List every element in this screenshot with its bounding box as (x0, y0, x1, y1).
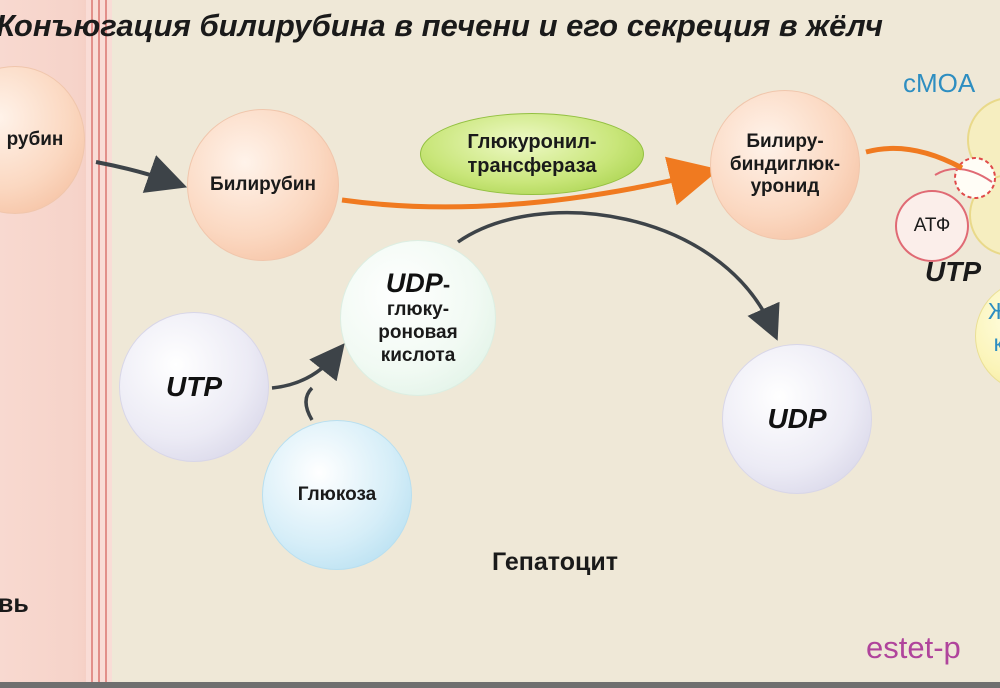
watermark: estet-p (866, 630, 961, 665)
hepatocyte-label: Гепатоцит (492, 548, 618, 576)
glucose-arrow (304, 386, 314, 421)
enzyme-label: Глюкуронил- трансфераза (467, 130, 597, 177)
transporter-pore (954, 157, 996, 199)
udp-release-arrow (457, 210, 780, 341)
uptake-arrow (95, 155, 188, 193)
diagram-title: Конъюгация билирубина в печени и его сек… (0, 8, 883, 43)
transporter-utp-label: UTP (925, 256, 981, 287)
cmoat-label: cMOA (903, 68, 976, 98)
glucose-label: Глюкоза (297, 483, 377, 505)
atp-label: АТФ (913, 215, 951, 236)
cell-membrane (86, 0, 112, 688)
bilirubin-label: Билирубин (210, 173, 316, 195)
udp-label: UDP (767, 403, 827, 434)
utp-node: UTP (119, 312, 269, 462)
diglucuronide-label: Билиру- биндиглюк- уронид (729, 130, 841, 198)
utp-label: UTP (166, 371, 222, 402)
glucose-node: Глюкоза (262, 420, 412, 570)
udp-glucuronic-acid-node: UDP- глюку- роновая кислота (340, 240, 496, 396)
udp-node: UDP (722, 344, 872, 494)
secretion-arrow (865, 145, 964, 171)
utp-arrow (271, 343, 345, 390)
atp-node: АТФ (895, 190, 969, 262)
blood-label: вь (0, 590, 29, 618)
bottom-border (0, 682, 1000, 688)
glucuronyltransferase-enzyme: Глюкуронил- трансфераза (420, 113, 644, 195)
bilirubin-node: Билирубин (187, 109, 339, 261)
udp-glucuronic-acid-label: UDP- глюку- роновая кислота (378, 268, 458, 366)
bilirubin-diglucuronide-node: Билиру- биндиглюк- уронид (710, 90, 860, 240)
conjugation-arrow (341, 156, 720, 210)
blood-bilirubin-label: рубин (6, 128, 64, 150)
atp-link (934, 167, 993, 183)
bile-label: Ж к (988, 298, 1000, 357)
